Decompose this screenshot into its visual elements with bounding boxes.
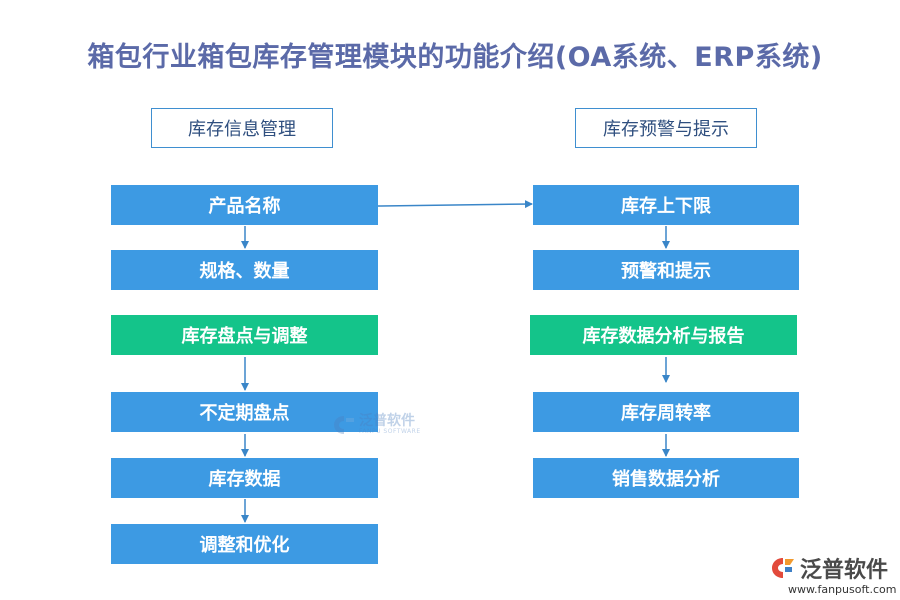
watermark: 泛普软件 FANPU SOFTWARE: [332, 414, 421, 436]
node-stock-limits: 库存上下限: [533, 185, 799, 225]
header-inventory-info-management: 库存信息管理: [151, 108, 333, 148]
node-sales-analysis: 销售数据分析: [533, 458, 799, 498]
watermark-subtext: FANPU SOFTWARE: [359, 428, 421, 435]
node-stocktake-adjust: 库存盘点与调整: [111, 315, 378, 355]
node-data-analysis-report: 库存数据分析与报告: [530, 315, 797, 355]
header-inventory-alert-prompt: 库存预警与提示: [575, 108, 757, 148]
node-turnover-rate: 库存周转率: [533, 392, 799, 432]
node-product-name: 产品名称: [111, 185, 378, 225]
diagram-title: 箱包行业箱包库存管理模块的功能介绍(OA系统、ERP系统): [87, 42, 823, 73]
fanpu-logo-icon: [772, 558, 794, 578]
node-spec-quantity: 规格、数量: [111, 250, 378, 290]
logo-url: www.fanpusoft.com: [788, 583, 897, 596]
node-warning-prompt: 预警和提示: [533, 250, 799, 290]
node-adjust-optimize: 调整和优化: [111, 524, 378, 564]
watermark-text: 泛普软件: [359, 413, 415, 429]
node-inventory-data: 库存数据: [111, 458, 378, 498]
logo-name: 泛普软件: [800, 558, 889, 583]
arrow-product-to-limit: [377, 200, 533, 209]
fanpu-watermark-icon: [334, 416, 354, 434]
node-irregular-stocktake: 不定期盘点: [111, 392, 378, 432]
brand-logo: 泛普软件 www.fanpusoft.com: [770, 552, 896, 596]
